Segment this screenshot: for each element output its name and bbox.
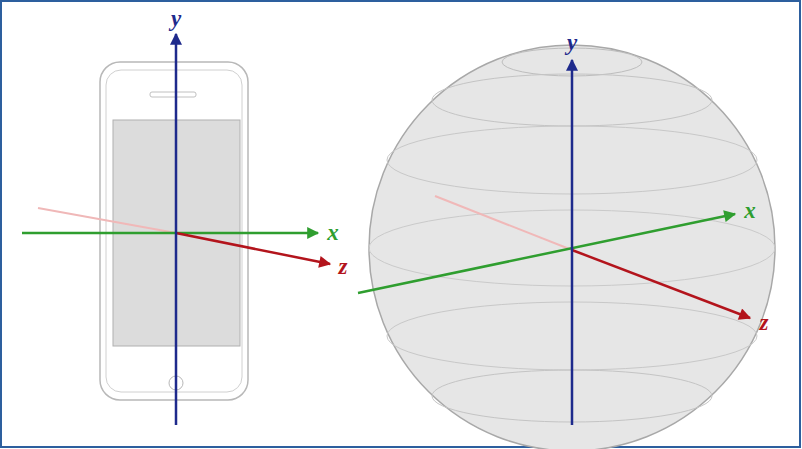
axis-label: z bbox=[760, 311, 769, 334]
y-axis bbox=[571, 60, 574, 425]
z-axis bbox=[176, 233, 330, 264]
z-axis-back bbox=[435, 196, 572, 250]
axis-label: y bbox=[171, 7, 181, 30]
z-axis-back bbox=[38, 208, 176, 233]
axis-label: y bbox=[567, 31, 577, 54]
x-axis bbox=[22, 232, 318, 235]
z-axis bbox=[572, 250, 750, 318]
y-axis bbox=[175, 34, 178, 425]
phone-outline bbox=[100, 62, 248, 400]
axis-label: x bbox=[327, 221, 339, 244]
x-axis bbox=[358, 214, 735, 293]
sphere bbox=[369, 45, 775, 449]
axis-label: x bbox=[744, 199, 756, 222]
axis-label: z bbox=[339, 255, 348, 278]
